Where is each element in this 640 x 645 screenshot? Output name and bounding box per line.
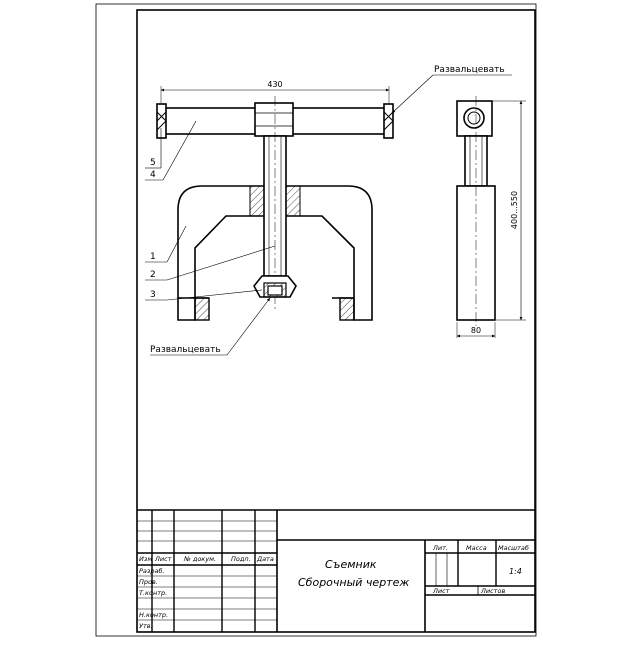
pos-5: 5 — [150, 158, 156, 168]
handle-cap-right — [383, 103, 394, 139]
pos-1: 1 — [150, 252, 156, 262]
hdr-sheet: Лист — [432, 587, 450, 595]
sheet-frame — [95, 3, 537, 637]
scale-value: 1:4 — [509, 567, 522, 576]
pos-4: 4 — [150, 170, 156, 180]
dimension-height: 400...550 — [493, 100, 526, 321]
leader-top: Развальцевать — [391, 65, 512, 114]
note-top-text: Развальцевать — [434, 65, 505, 75]
dim-80-text: 80 — [471, 326, 481, 335]
handle-hub — [254, 102, 294, 137]
dimension-width: 430 — [160, 80, 390, 103]
row-prov: Пров. — [139, 578, 158, 586]
row-utv: Утв. — [139, 622, 153, 630]
dim-height-text: 400...550 — [510, 191, 519, 229]
drawing-name-line2: Сборочный чертеж — [298, 576, 409, 589]
dimension-side-width: 80 — [456, 322, 496, 338]
hdr-lit: Лит. — [432, 544, 448, 552]
pos-3: 3 — [150, 290, 156, 300]
front-view — [156, 96, 394, 321]
drawing-name-line1: Съемник — [325, 558, 377, 571]
hdr-list: Лист — [154, 555, 172, 563]
side-screw — [464, 135, 488, 187]
hdr-izm: Изм — [139, 555, 152, 563]
hdr-massa: Масса — [466, 544, 487, 552]
pos-2: 2 — [150, 270, 156, 280]
note-bottom-text: Развальцевать — [150, 345, 221, 355]
row-nkontr: Н.контр. — [139, 611, 168, 619]
hdr-masshtab: Масштаб — [498, 544, 529, 552]
hdr-doc: № докум. — [183, 555, 216, 563]
side-view — [456, 96, 496, 326]
leader-bottom: Развальцевать — [150, 297, 271, 356]
hdr-podp: Подп. — [231, 555, 251, 563]
handle-cap-left — [156, 103, 167, 139]
hdr-data: Дата — [256, 555, 274, 563]
row-razrab: Разраб. — [139, 567, 165, 575]
title-block: Изм Лист № докум. Подп. Дата Разраб. Про… — [137, 509, 535, 632]
dim-430-text: 430 — [267, 80, 282, 89]
hdr-sheets: Листов — [480, 587, 505, 595]
row-tkontr: Т.контр. — [139, 589, 167, 597]
position-leaders: 5 4 1 2 3 — [145, 120, 276, 301]
